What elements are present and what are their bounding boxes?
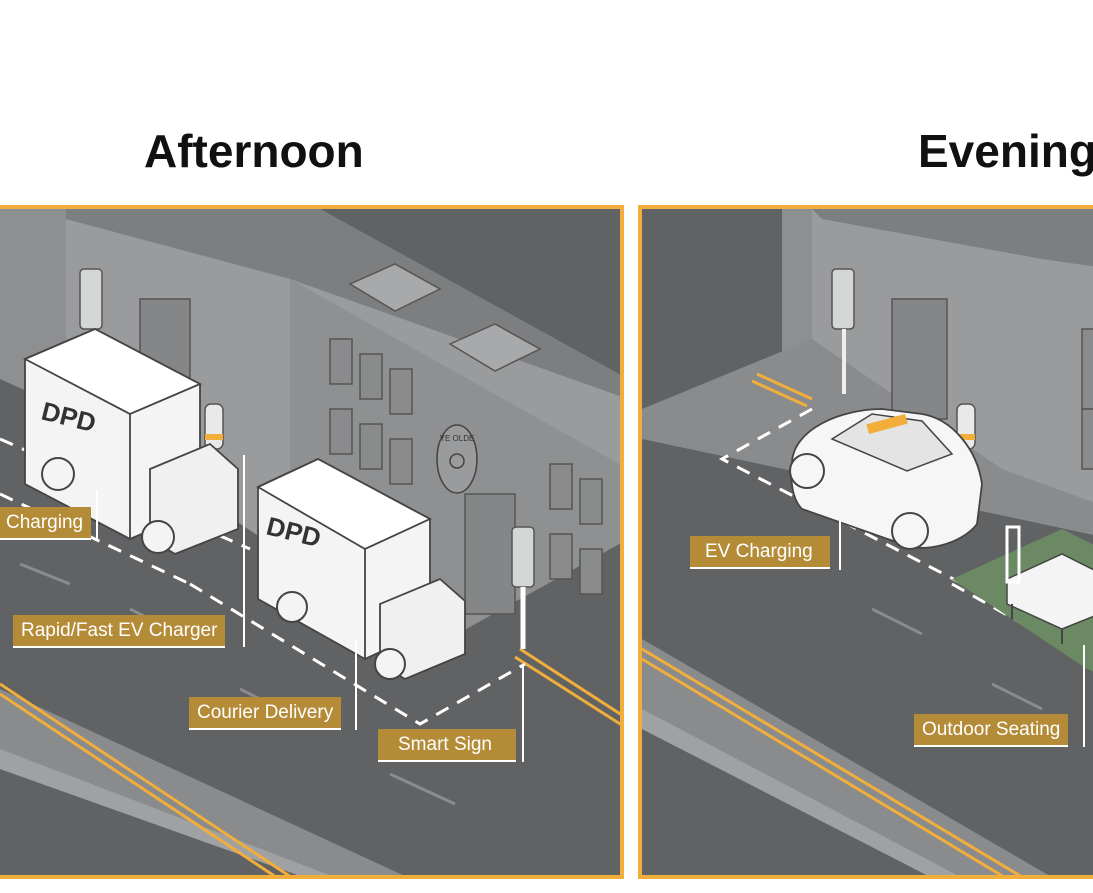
charging-leader <box>96 490 98 540</box>
courier-delivery-label: Courier Delivery <box>189 697 342 730</box>
courier-delivery-leader <box>355 640 357 730</box>
ev-charging-label: Charging <box>0 507 92 540</box>
delivery-truck-2: DPD <box>256 457 466 681</box>
evening-ev-charging-label: EV Charging <box>690 536 830 569</box>
afternoon-illustration: YE OLDE DPD <box>0 209 620 875</box>
smart-sign-leader <box>522 664 524 762</box>
outdoor-seating-leader <box>1083 645 1085 747</box>
shop-sign-text: YE OLDE <box>440 434 475 443</box>
smart-sign-label: Smart Sign <box>378 729 516 762</box>
afternoon-heading: Afternoon <box>144 125 364 177</box>
delivery-truck-1: DPD <box>22 328 239 556</box>
rapid-fast-ev-charger-label: Rapid/Fast EV Charger <box>13 615 226 648</box>
outdoor-seating-label: Outdoor Seating <box>914 714 1069 747</box>
rapid-charger-leader <box>243 455 245 647</box>
afternoon-panel: YE OLDE DPD <box>0 205 624 879</box>
electric-car <box>789 408 983 550</box>
evening-heading: Evening <box>918 125 1093 177</box>
evening-ev-charging-leader <box>839 520 841 570</box>
